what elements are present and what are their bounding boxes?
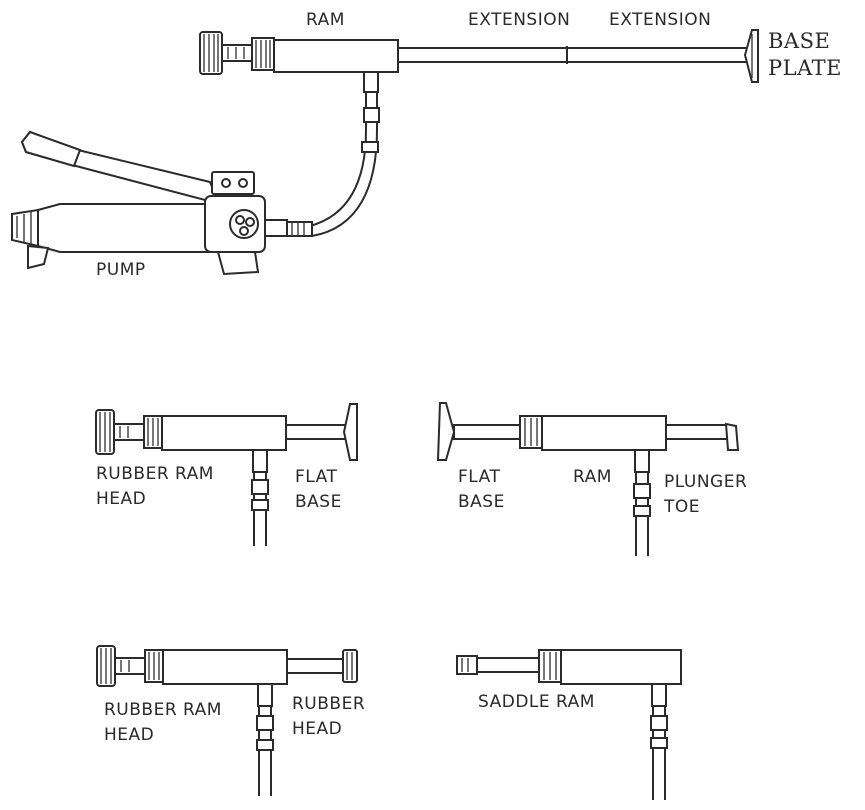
config-b-drawing [436, 402, 740, 556]
top-extension-label-2: EXTENSION [609, 10, 712, 30]
top-base-plate [743, 29, 759, 83]
config-b-plunger-toe-label: PLUNGER TOE [664, 472, 748, 517]
config-a-flat-base-label: FLAT BASE [295, 467, 342, 512]
top-ram-label: RAM [306, 10, 345, 30]
config-c-drawing [96, 645, 358, 796]
top-assembly-drawing [199, 29, 759, 237]
config-c-rubber-head-label: RUBBER HEAD [292, 694, 366, 739]
config-d-drawing [456, 649, 682, 800]
top-extension-tubes [397, 47, 749, 63]
top-rubber-head [199, 31, 253, 75]
top-ram-collar [251, 37, 275, 71]
config-b-ram-label: RAM [573, 467, 612, 487]
config-b-flat-base-label: FLAT BASE [458, 467, 505, 512]
top-hose-fitting [363, 71, 379, 93]
config-c-rubber-ram-head-label: RUBBER RAM HEAD [104, 700, 222, 745]
config-d-saddle-ram-label: SADDLE RAM [478, 692, 595, 712]
top-base-plate-label: BASE PLATE [768, 29, 842, 80]
top-ram-body [273, 39, 399, 73]
config-a-rubber-ram-head-label: RUBBER RAM HEAD [96, 464, 214, 509]
config-a-drawing [95, 403, 358, 546]
top-hose-coupler [363, 107, 380, 123]
pump-label: PUMP [96, 260, 146, 280]
pump-drawing [11, 130, 288, 276]
top-extension-label-1: EXTENSION [468, 10, 571, 30]
